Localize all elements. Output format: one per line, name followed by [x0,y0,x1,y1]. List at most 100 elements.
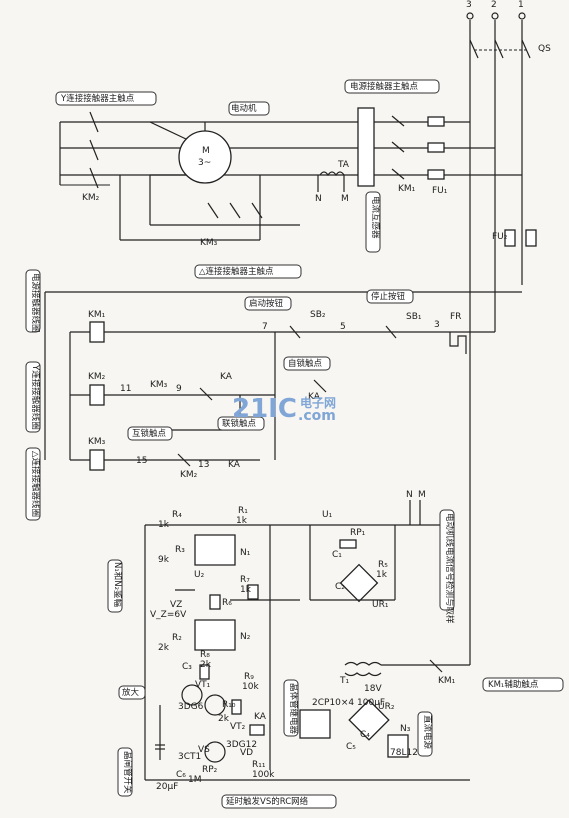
sb2-label: SB₂ [310,310,326,320]
r8-label: R₈ [200,650,210,660]
node-11: 11 [120,384,132,394]
sb1-label: SB₁ [406,312,422,322]
r5-label: R₅ [378,560,388,570]
m-label: M [341,194,349,204]
supply-lines [469,20,523,292]
vz-label: VZ [170,600,183,610]
r9-value: 10k [242,682,259,692]
callout-km1-aux: KM₁辅助触点 [488,680,539,690]
phase-lines [60,121,522,176]
callout-amplify: 放大 [122,688,140,698]
vs-label: VS [198,745,210,755]
km3-interlock-label: KM₃ [150,380,168,390]
km2-y-contacts [59,111,110,189]
c4-label: C₄ [360,730,370,740]
callout-delta-main: △连接接触器主触点 [199,267,274,277]
r7-value: 1k [240,585,251,595]
r10-label: R₁₀ [222,700,236,710]
callout-stop-button: 停止按钮 [371,292,406,302]
watermark-logo: 21IC [232,394,297,424]
vs-type: 3CT1 [178,752,202,762]
capacitor-label: 2CP10×4 100μF [312,698,386,708]
callout-scr-switch: 晶闸管开关 [122,751,132,794]
rp1-label: RP₁ [350,528,366,538]
ka-delta-label: KA [228,460,240,470]
c3-label: C₃ [182,662,192,672]
t1-transformer-label: T₁ [340,676,350,686]
electronic-circuit [144,292,471,781]
motor-symbol [149,121,232,184]
watermark-cn: 电子网 [300,396,337,410]
r2-value: 2k [158,643,169,653]
r1-value: 1k [236,516,247,526]
km1-main-label: KM₁ [398,184,416,194]
ic-78l12-label: 78L12 [390,748,418,758]
n3-ic-label: N₃ [400,724,411,734]
node-7: 7 [262,322,268,332]
ka-y-label: KA [220,372,232,382]
km1-coil-label: KM₁ [88,310,106,320]
r4-value: 1k [158,520,169,530]
callout-coil-y: Y连接接触器线圈 [30,365,40,430]
r7-label: R₇ [240,575,250,585]
km1-main-contacts [357,107,405,187]
motor-m-label: M [202,146,210,156]
n-lead-label: N [406,490,413,500]
vt2-label: VT₂ [230,722,246,732]
secondary-18v-label: 18V [364,684,382,694]
callout-rc-network: 延时触发VS的RC网络 [226,797,309,807]
km2-coil-label: KM₂ [88,372,106,382]
callout-thyristor-relay: 晶体管继电器 [288,683,298,735]
callout-coil-power: 电源接触器线圈 [30,273,40,333]
node-15: 15 [136,456,148,466]
qs-switch [466,12,531,59]
km1-aux-label: KM₁ [438,676,456,686]
callout-shapes [25,79,564,809]
terminal-2: 2 [491,0,497,10]
callout-power-main: 电源接触器主触点 [350,82,419,92]
callout-motor: 电动机 [231,104,257,114]
km2-interlock-label: KM₂ [180,470,198,480]
u2-label: U₂ [194,570,205,580]
c1-label: C₁ [332,550,342,560]
vz-value: V_Z=6V [150,610,187,620]
km2-main-label: KM₂ [82,193,100,203]
rp2-value: 1M [188,775,202,785]
vt2-type: 3DG12 [226,740,258,750]
fr-label: FR [450,312,462,322]
n1-label: N₁ [240,548,251,558]
fu1-label: FU₁ [432,186,448,196]
r3-value: 9k [158,555,169,565]
r2-label: R₂ [172,633,182,643]
r8-value: 2k [200,660,211,670]
c6-value: 20μF [156,782,179,792]
ur2-label: UR₂ [378,702,395,712]
callout-interlock: 互锁触点 [132,429,167,439]
qs-label: QS [538,44,551,54]
node-13: 13 [198,460,210,470]
r11-label: R₁₁ [252,760,266,770]
ct-symbol [317,171,345,192]
fu2-fuses [504,229,537,247]
vd-label: VD [240,748,254,758]
callout-self-lock: 自锁触点 [288,359,323,369]
u1-label: U₁ [322,510,333,520]
terminal-3: 3 [466,0,472,10]
callout-soft-lock: 联锁触点 [222,419,257,429]
m-lead-label: M [418,490,426,500]
callout-detect: 电动机线电流信号检测与取样 [444,513,454,624]
fu2-label: FU₂ [492,232,508,242]
ka-self-label: KA [308,392,320,402]
motor-3-label: 3~ [198,158,212,168]
callout-start-button: 启动按钮 [249,299,284,309]
callout-dc-power: 直流电源 [422,715,432,750]
callout-y-main: Y连接接触器主触点 [61,94,135,104]
km3-delta-contacts [119,175,300,241]
watermark-com: .com [298,408,336,424]
c5-label: C₅ [346,742,356,752]
callout-coil-delta: △连接接触器线圈 [30,451,40,518]
terminal-1: 1 [518,0,524,10]
node-5: 5 [340,322,346,332]
